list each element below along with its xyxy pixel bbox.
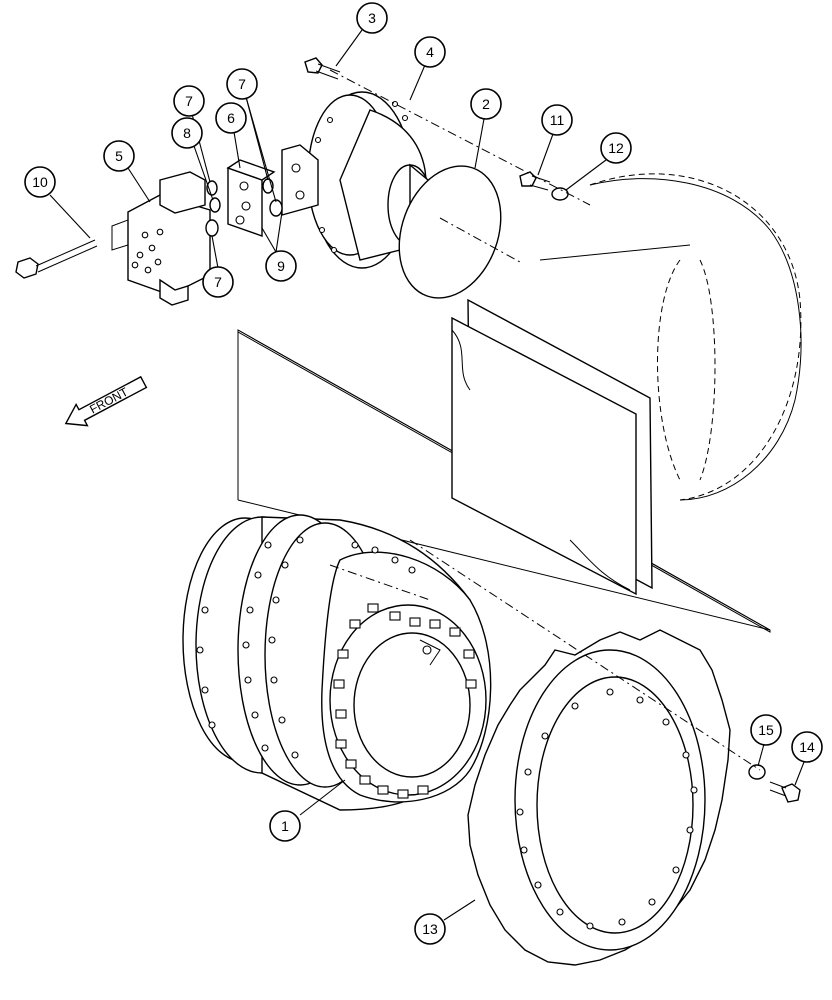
callout-5-circle bbox=[103, 140, 135, 172]
frame-outline bbox=[237, 173, 802, 633]
callout-11: 11 bbox=[550, 112, 565, 128]
callout-7b-circle bbox=[226, 68, 258, 100]
flange-bolt-holes bbox=[196, 536, 416, 759]
frame-bolt bbox=[519, 171, 551, 191]
callout-6: 6 bbox=[227, 110, 235, 126]
callout-13-circle bbox=[414, 913, 446, 945]
callout-7a-circle bbox=[173, 85, 205, 117]
sprocket bbox=[467, 629, 731, 966]
sprocket-washer bbox=[748, 764, 766, 780]
callout-4: 4 bbox=[426, 44, 434, 60]
assembly-centerlines bbox=[329, 69, 761, 771]
callout-1-circle bbox=[269, 810, 301, 842]
counterbalance-valve bbox=[111, 171, 211, 306]
travel-motor-reduction-unit bbox=[182, 514, 492, 811]
callout-7c: 7 bbox=[214, 274, 222, 290]
cover-bolt-ring bbox=[333, 603, 477, 799]
front-label: FRONT bbox=[87, 384, 131, 416]
long-bolt bbox=[15, 239, 98, 279]
callout-14: 14 bbox=[799, 739, 815, 755]
callouts: 1 2 3 4 5 6 7 7 7 8 bbox=[24, 2, 823, 945]
callout-7a: 7 bbox=[185, 93, 193, 109]
hub-bolt bbox=[304, 57, 341, 80]
callout-9: 9 bbox=[277, 258, 285, 274]
callout-5: 5 bbox=[115, 148, 123, 164]
callout-6-circle bbox=[215, 102, 247, 134]
callout-10: 10 bbox=[32, 174, 48, 190]
callout-2-circle bbox=[470, 88, 502, 120]
callout-8-circle bbox=[171, 117, 203, 149]
callout-8: 8 bbox=[183, 125, 191, 141]
callout-4-circle bbox=[414, 36, 446, 68]
callout-15-circle bbox=[750, 714, 782, 746]
callout-12: 12 bbox=[608, 140, 624, 156]
callout-9-circle bbox=[265, 250, 297, 282]
valve-bolt-holes bbox=[131, 228, 164, 274]
sprocket-bolt bbox=[769, 781, 801, 803]
frame-washer bbox=[551, 187, 569, 201]
callout-7b: 7 bbox=[238, 76, 246, 92]
callout-14-circle bbox=[791, 731, 823, 763]
callout-11-circle bbox=[541, 104, 573, 136]
callout-15: 15 bbox=[758, 722, 774, 738]
callout-7c-circle bbox=[202, 266, 234, 298]
sprocket-bolt-holes bbox=[516, 688, 698, 930]
callout-13: 13 bbox=[422, 921, 438, 937]
callout-2: 2 bbox=[482, 96, 490, 112]
callout-1: 1 bbox=[281, 818, 289, 834]
front-direction-arrow: FRONT bbox=[64, 375, 148, 427]
callout-12-circle bbox=[600, 132, 632, 164]
callout-10-circle bbox=[24, 166, 56, 198]
callout-3-circle bbox=[356, 2, 388, 34]
callout-3: 3 bbox=[368, 10, 376, 26]
